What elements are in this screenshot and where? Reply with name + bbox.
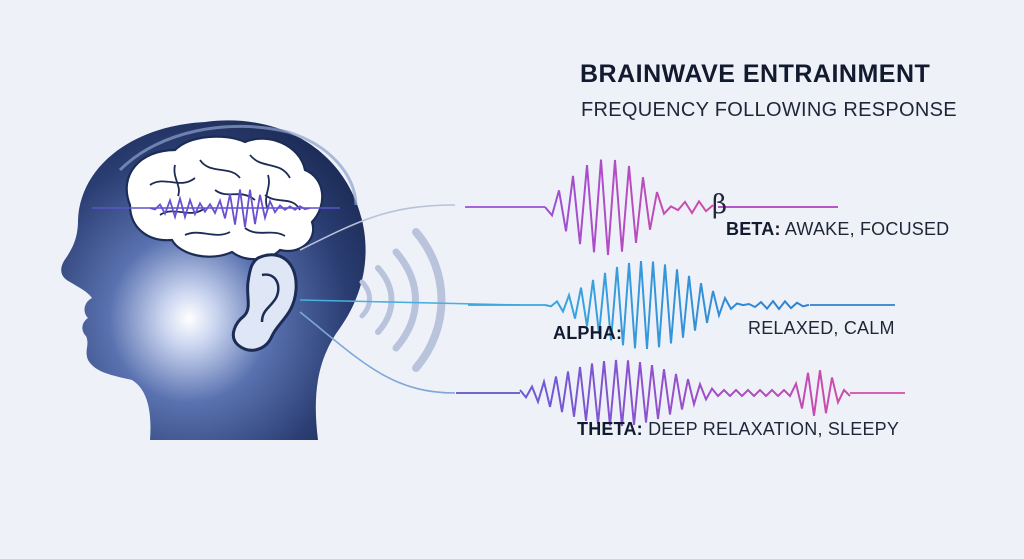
theta-label: THETA: DEEP RELAXATION, SLEEPY bbox=[577, 419, 899, 440]
head-rim-arc bbox=[118, 124, 358, 206]
alpha-name: ALPHA: bbox=[553, 323, 623, 343]
alpha-description: RELAXED, CALM bbox=[748, 318, 895, 338]
brain-icon bbox=[125, 135, 324, 261]
diagram-subtitle: FREQUENCY FOLLOWING RESPONSE bbox=[581, 99, 957, 121]
sound-waves-icon bbox=[359, 228, 446, 372]
beta-wave bbox=[465, 159, 838, 256]
beta-description: AWAKE, FOCUSED bbox=[784, 219, 950, 239]
alpha-wave bbox=[468, 261, 895, 349]
alpha-label: ALPHA: bbox=[553, 323, 622, 344]
theta-wave bbox=[456, 359, 905, 427]
diagram-title: BRAINWAVE ENTRAINMENT bbox=[580, 60, 931, 88]
brain-eeg-signal bbox=[149, 189, 311, 228]
theta-description: DEEP RELAXATION, SLEEPY bbox=[648, 419, 900, 439]
beta-symbol: β bbox=[712, 190, 728, 220]
ear-icon bbox=[231, 253, 298, 352]
ear-inner-icon bbox=[260, 273, 280, 323]
beta-name: BETA: bbox=[726, 219, 781, 239]
theta-name: THETA: bbox=[577, 419, 643, 439]
beta-label: BETA: AWAKE, FOCUSED bbox=[726, 219, 949, 240]
